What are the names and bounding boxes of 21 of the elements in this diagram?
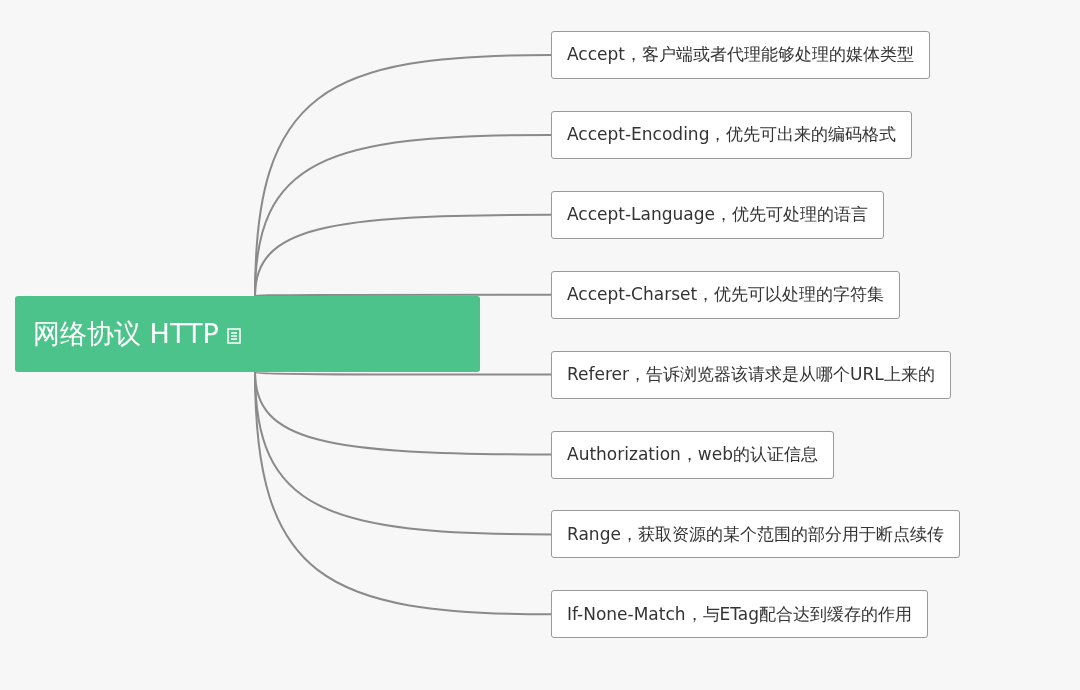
topic-title: 网络协议 HTTP <box>33 316 219 351</box>
subtopic-box <box>551 31 930 79</box>
subtopic-box <box>551 190 884 239</box>
subtopic-text: Range，获取资源的某个范围的部分用于断点续传 <box>567 522 944 546</box>
subtopic-box <box>551 270 901 319</box>
subtopic-box <box>551 430 834 479</box>
subtopic-text: Accept-Encoding，优先可出来的编码格式 <box>567 123 897 147</box>
root-topic-box <box>15 296 480 372</box>
subtopic-text: Accept-Charset，优先可以处理的字符集 <box>567 282 885 306</box>
connector-curve <box>254 293 552 297</box>
subtopic-text: Authorization，web的认证信息 <box>567 442 818 466</box>
connector-curve <box>254 213 552 297</box>
subtopic-text: Accept-Language，优先可处理的语言 <box>567 203 868 227</box>
subtopic-box <box>551 510 960 559</box>
subtopic-box <box>551 590 929 639</box>
connector-curve <box>254 371 552 376</box>
subtopic-text: Accept，客户端或者代理能够处理的媒体类型 <box>567 43 914 67</box>
subtopic-text: Referer，告诉浏览器该请求是从哪个URL上来的 <box>567 362 935 386</box>
subtopic-box <box>551 350 951 399</box>
subtopic-text: If-None-Match，与ETag配合达到缓存的作用 <box>567 602 913 626</box>
subtopic-box <box>551 110 913 159</box>
